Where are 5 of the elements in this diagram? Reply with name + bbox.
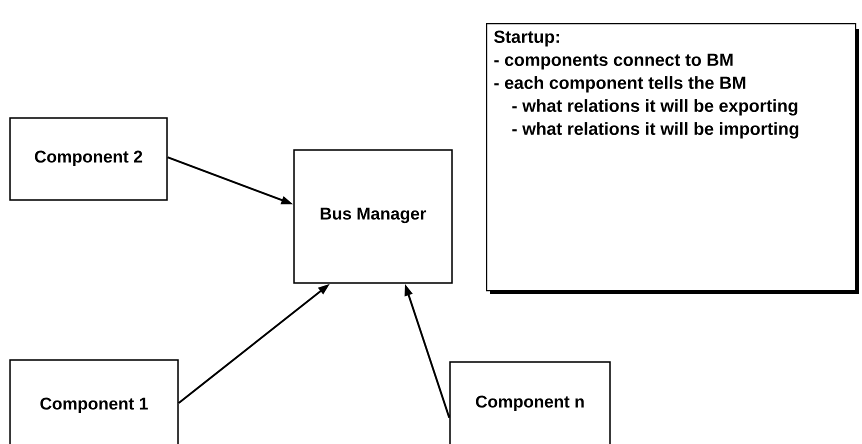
component-box: Bus Manager xyxy=(293,149,453,284)
note-box: Startup: - components connect to BM - each component tells the BM - what relations it will be exporting - what relations it will be importing xyxy=(486,23,859,294)
component-box: Component n xyxy=(449,361,611,444)
component-box: Component 1 xyxy=(9,359,179,444)
component-box: Component 2 xyxy=(9,117,168,201)
